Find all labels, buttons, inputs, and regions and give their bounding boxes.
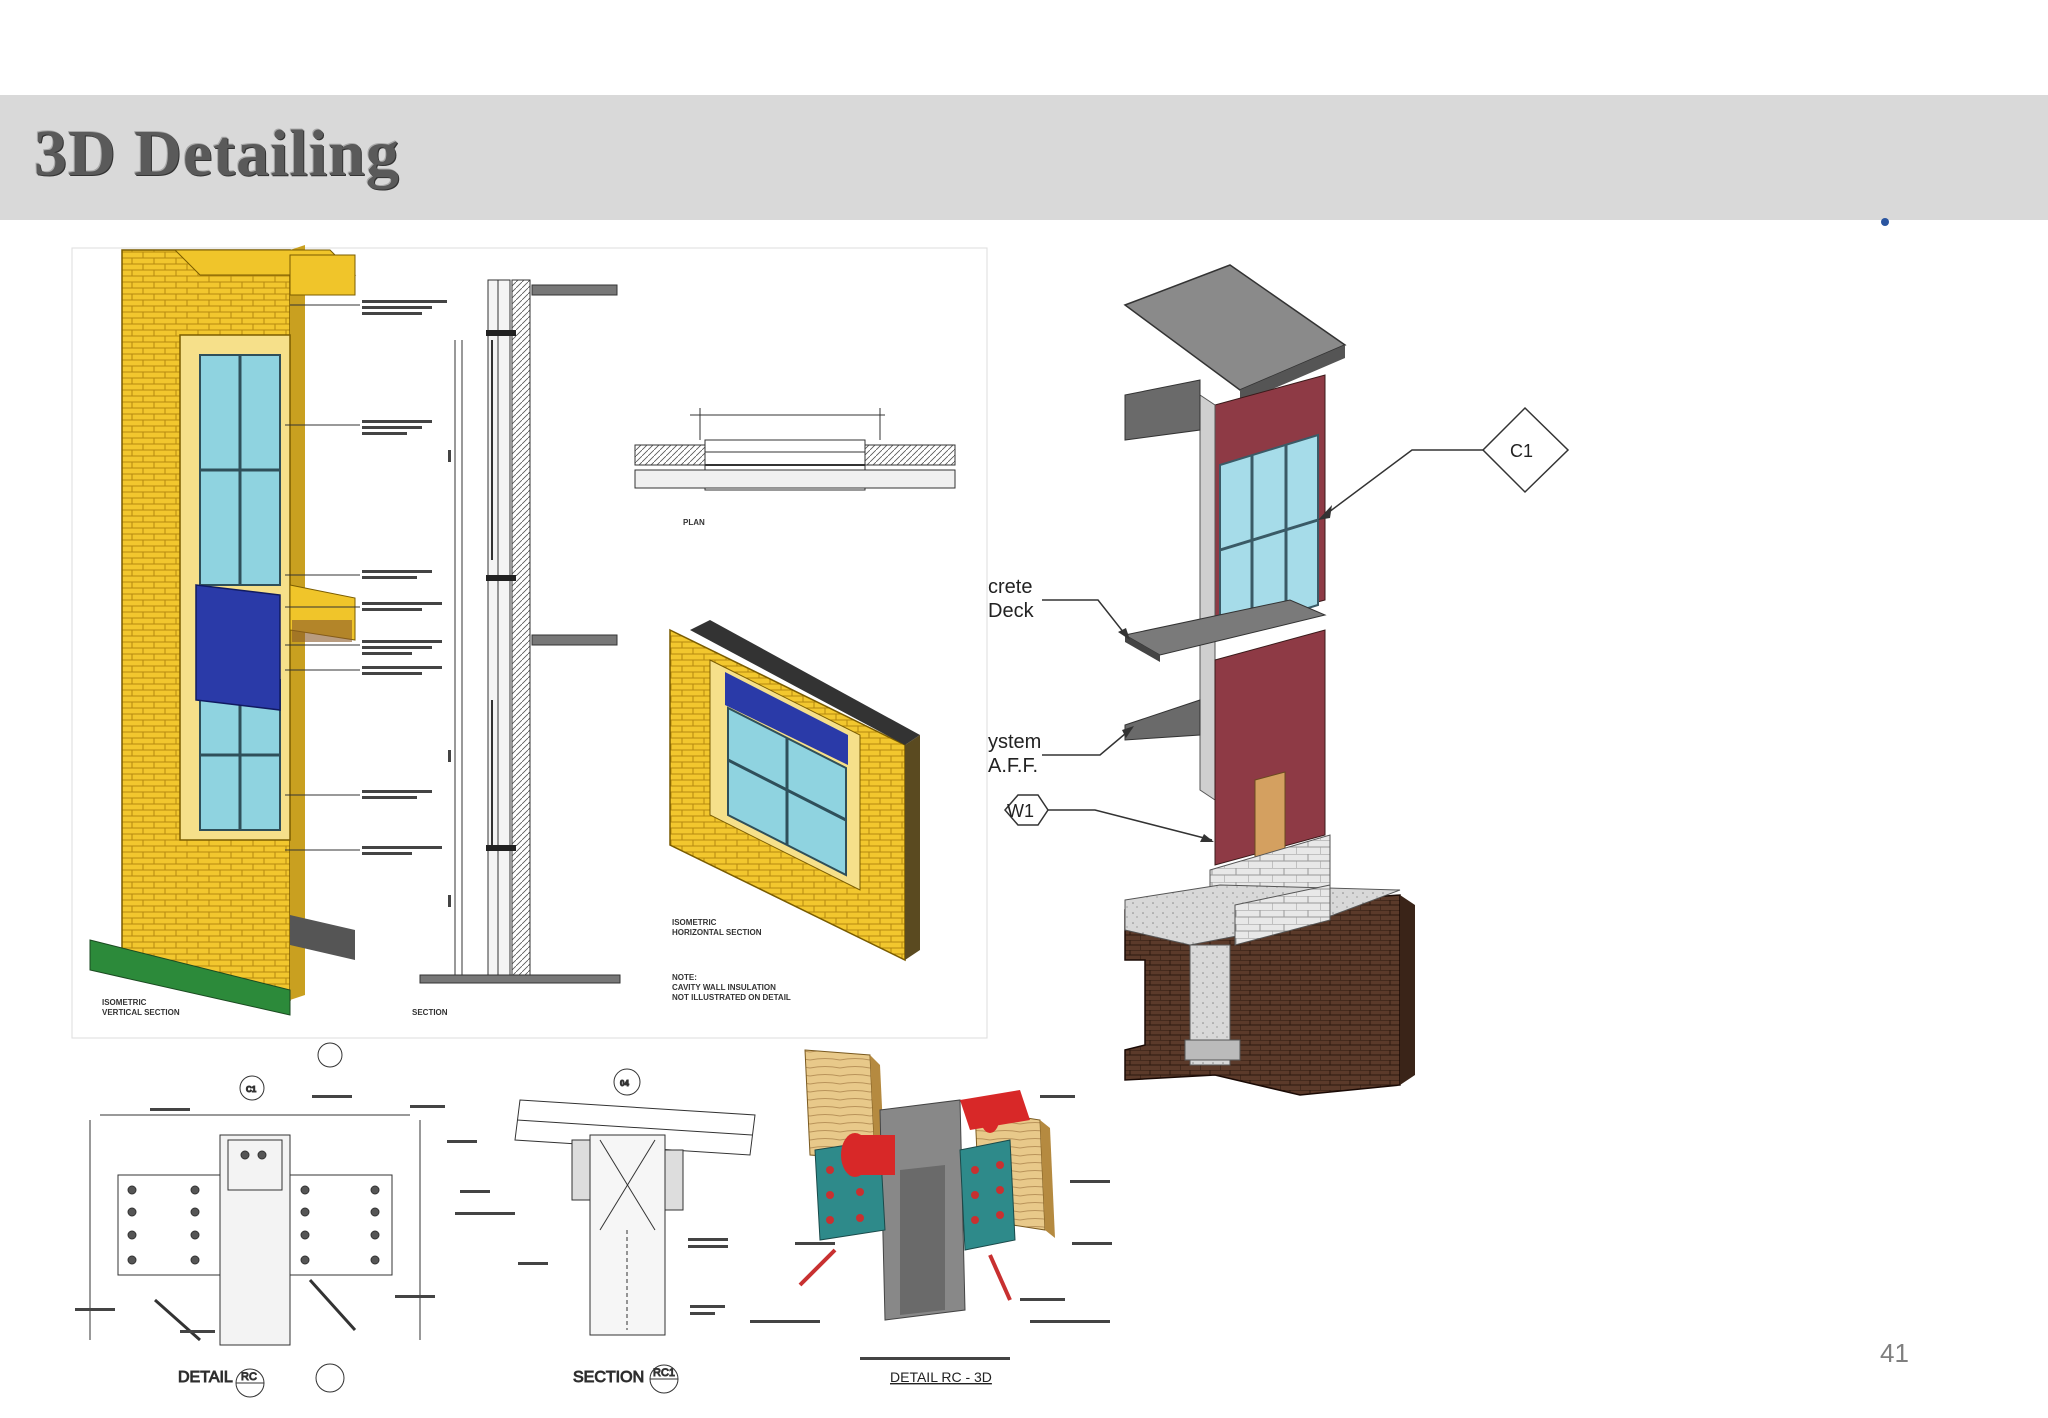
building-3d-section: C1 crete Deck ystem A.F.F. W1 (988, 264, 1570, 1096)
section-drawing (419, 279, 621, 984)
section-rc1-drawing: 04 SECTION RC1 (447, 1068, 756, 1394)
plan-drawing (634, 408, 956, 491)
callout-04: 04 (620, 1079, 629, 1088)
plan-label: PLAN (683, 518, 705, 527)
section-rc1-label: SECTION (573, 1369, 644, 1386)
bullet-dot (1881, 218, 1889, 226)
steel-detail-sheet: C1 DETAIL RC (75, 1042, 1112, 1398)
deck-label-line2: Deck (988, 600, 1035, 622)
system-label-line1: ystem (988, 731, 1041, 753)
deck-label-line1: crete (988, 576, 1032, 598)
system-label-line2: A.F.F. (988, 755, 1038, 777)
detail-rc-3d-label: DETAIL RC - 3D (890, 1369, 992, 1385)
section-label: SECTION (412, 1008, 448, 1017)
title-band (0, 95, 2048, 220)
building-tag-c1: C1 (1510, 441, 1533, 461)
callout-c1-small: C1 (246, 1085, 257, 1094)
detail-rc-3d-drawing: DETAIL RC - 3D (750, 1049, 1112, 1385)
building-tag-w1: W1 (1007, 801, 1034, 821)
detail-tag: RC (241, 1371, 257, 1383)
page-number: 41 (1880, 1338, 1909, 1368)
detail-rc-drawing: C1 DETAIL RC (75, 1042, 445, 1398)
detail-label: DETAIL (178, 1369, 233, 1386)
section-rc1-tag: RC1 (653, 1367, 675, 1379)
slide-title: 3D Detailing (34, 117, 400, 190)
